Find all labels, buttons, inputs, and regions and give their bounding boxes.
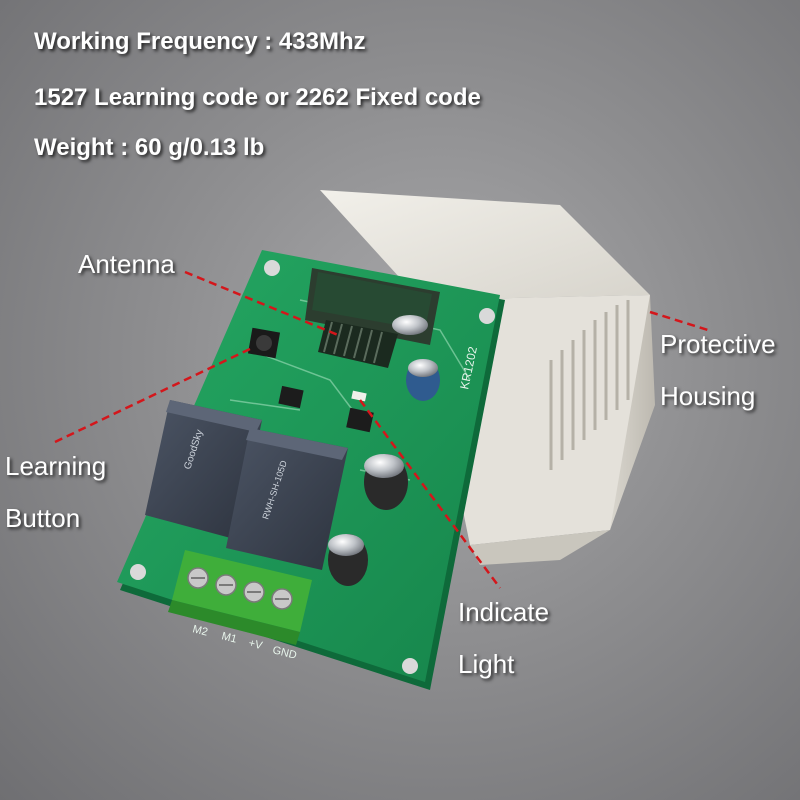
callout-protective: Protective	[660, 329, 776, 359]
indicate-leader	[358, 399, 502, 589]
housing-vent-slots	[549, 300, 630, 470]
spec-frequency: Working Frequency : 433Mhz	[34, 28, 366, 55]
callout-learning: Learning	[5, 451, 107, 481]
protective-leader	[649, 310, 709, 332]
capacitors	[328, 359, 440, 586]
callout-antenna: Antenna	[78, 249, 175, 279]
callout-housing: Housing	[660, 381, 756, 411]
mounting-holes	[130, 260, 495, 674]
terminal-label-v: +V	[247, 637, 264, 652]
terminal-label-m1: M1	[220, 630, 238, 645]
callout-button: Button	[5, 503, 81, 533]
terminal-labels: M2 M1 +V GND	[191, 623, 298, 662]
spec-weight: Weight : 60 g/0.13 lb	[34, 134, 265, 161]
spec-code-type: 1527 Learning code or 2262 Fixed code	[34, 84, 481, 111]
relays	[145, 400, 348, 570]
learning-button-switch	[247, 327, 281, 359]
callout-light: Light	[458, 649, 515, 679]
antenna-module	[305, 268, 440, 368]
indicate-light-led	[351, 390, 367, 402]
leader-lines	[54, 270, 709, 589]
terminal-label-m2: M2	[191, 623, 209, 638]
antenna-leader	[184, 270, 339, 337]
terminal-block	[168, 550, 312, 645]
terminal-label-gnd: GND	[271, 644, 298, 662]
ic-chips	[278, 385, 374, 433]
learning-leader	[54, 346, 253, 444]
callout-indicate: Indicate	[458, 597, 550, 627]
